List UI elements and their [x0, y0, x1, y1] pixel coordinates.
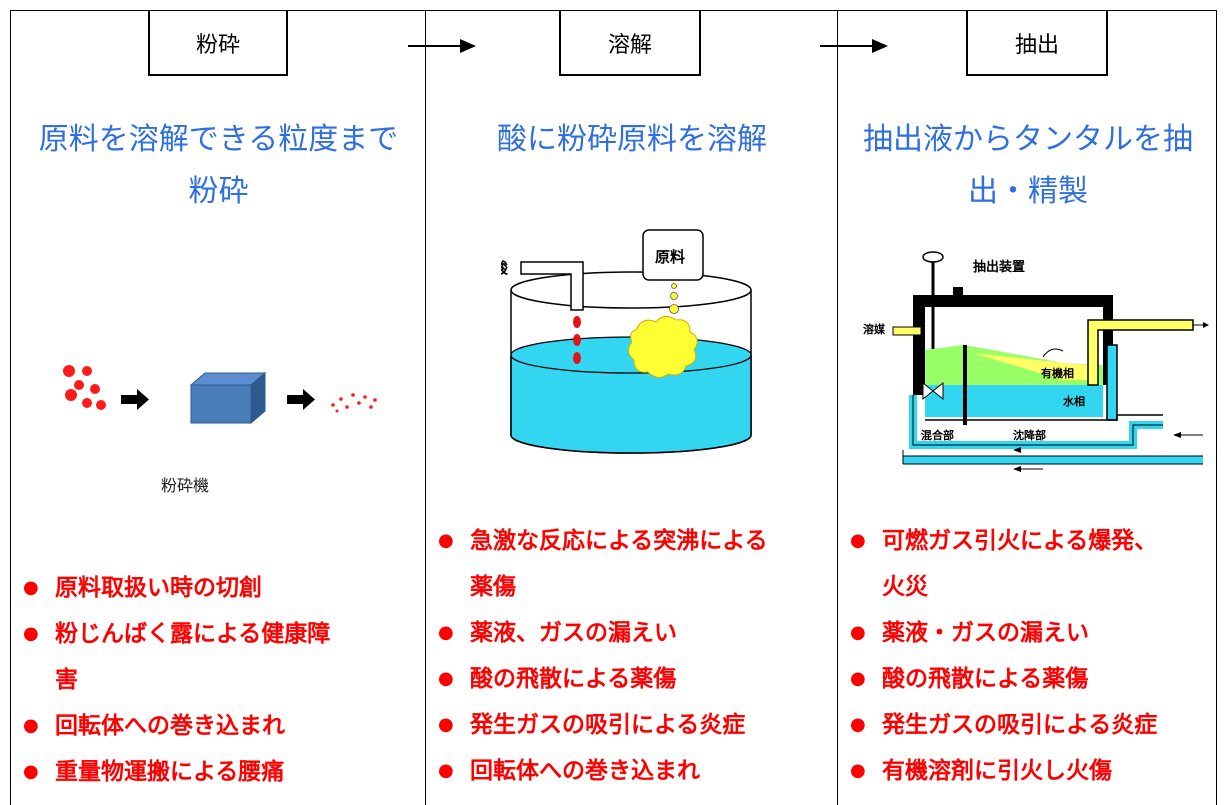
hazard-item: ●可燃ガス引火による爆発、火災 [838, 518, 1218, 610]
crusher-machine [189, 371, 267, 425]
device-label: 抽出装置 [973, 259, 1025, 275]
hazard-item: ●酸の飛散による薬傷 [838, 656, 1218, 702]
solvent-label: 溶媒 [863, 322, 886, 336]
step-label-dissolution: 溶解 [559, 10, 701, 76]
hazard-item: ●回転体への巻き込まれ [11, 703, 426, 749]
title-line: 出・精製 [968, 174, 1088, 209]
flow-arrow-icon [820, 39, 888, 53]
material-drops [669, 283, 679, 314]
bullet-icon: ● [438, 530, 454, 551]
crushed-particles [331, 393, 377, 413]
bullet-icon: ● [438, 622, 454, 643]
hazard-item: ●粉じんばく露による健康障害 [11, 611, 426, 703]
bullet-icon: ● [850, 714, 866, 735]
acid-label: 酸 [501, 259, 509, 277]
column-crushing: 粉砕 原料を溶解できる粒度まで 粉砕 [10, 10, 425, 805]
step-label-text: 粉砕 [195, 32, 240, 58]
dissolution-tank-illustration: 酸 原料 [501, 229, 752, 454]
step-title-extraction: 抽出液からタンタルを抽 出・精製 [838, 114, 1218, 218]
organic-phase-label: 有機相 [1041, 366, 1074, 380]
step-title-dissolution: 酸に粉砕原料を溶解 [426, 114, 838, 166]
title-line: 粉砕 [188, 174, 249, 209]
bullet-icon: ● [23, 761, 39, 782]
hazard-item: ●薬液・ガスの漏えい [838, 610, 1218, 656]
bullet-icon: ● [850, 530, 866, 551]
process-flow-table: 粉砕 原料を溶解できる粒度まで 粉砕 [10, 10, 1217, 805]
step-label-text: 溶解 [607, 32, 652, 58]
dissolving-material [628, 316, 698, 378]
crusher-caption: 粉砕機 [161, 476, 210, 495]
step-label-crushing: 粉砕 [148, 10, 288, 76]
column-dissolution: 溶解 酸に粉砕原料を溶解 酸 原料 [408, 10, 838, 805]
hazard-item: ●有機溶剤に引火し火傷 [838, 748, 1218, 794]
bullet-icon: ● [23, 623, 39, 644]
hazard-item: ●回転体への巻き込まれ [426, 748, 838, 794]
step-label-extraction: 抽出 [966, 10, 1108, 76]
mixing-section-label: 混合部 [921, 428, 954, 442]
aqueous-phase-label: 水相 [1063, 394, 1085, 408]
bullet-icon: ● [850, 760, 866, 781]
bullet-icon: ● [850, 668, 866, 689]
hazard-item: ●重量物運搬による腰痛 [11, 749, 426, 795]
bullet-icon: ● [438, 668, 454, 689]
bullet-icon: ● [438, 714, 454, 735]
hazard-item: ●薬液、ガスの漏えい [426, 610, 838, 656]
hazard-list-dissolution: ●急激な反応による突沸による薬傷 ●薬液、ガスの漏えい ●酸の飛散による薬傷 ●… [426, 518, 838, 794]
bullet-icon: ● [438, 760, 454, 781]
extraction-device-illustration: 抽出装置 溶媒 有機相 水相 [863, 251, 1209, 472]
arrow-icon [287, 389, 315, 410]
bullet-icon: ● [23, 715, 39, 736]
hazard-item: ●急激な反応による突沸による薬傷 [426, 518, 838, 610]
hazard-item: ●発生ガスの吸引による炎症 [838, 702, 1218, 748]
flow-arrow-icon [408, 39, 476, 53]
hazard-item: ●発生ガスの吸引による炎症 [426, 702, 838, 748]
step-title-crushing: 原料を溶解できる粒度まで 粉砕 [11, 114, 426, 218]
title-line: 原料を溶解できる粒度まで [38, 122, 399, 157]
title-line: 抽出液からタンタルを抽 [863, 122, 1193, 157]
acid-drops [573, 316, 581, 364]
title-line: 酸に粉砕原料を溶解 [497, 122, 767, 157]
hazard-list-extraction: ●可燃ガス引火による爆発、火災 ●薬液・ガスの漏えい ●酸の飛散による薬傷 ●発… [838, 518, 1218, 794]
column-extraction: 抽出 抽出液からタンタルを抽 出・精製 抽出装置 溶媒 [820, 10, 1218, 805]
material-label: 原料 [655, 248, 685, 266]
hazard-list-crushing: ●原料取扱い時の切創 ●粉じんばく露による健康障害 ●回転体への巻き込まれ ●重… [11, 565, 426, 795]
bullet-icon: ● [23, 577, 39, 598]
arrow-icon [121, 389, 149, 410]
step-label-text: 抽出 [1014, 32, 1059, 58]
crusher-illustration [63, 365, 377, 425]
hazard-item: ●酸の飛散による薬傷 [426, 656, 838, 702]
settling-section-label: 沈降部 [1013, 428, 1046, 442]
bullet-icon: ● [850, 622, 866, 643]
hazard-item: ●原料取扱い時の切創 [11, 565, 426, 611]
raw-particles [63, 365, 106, 410]
